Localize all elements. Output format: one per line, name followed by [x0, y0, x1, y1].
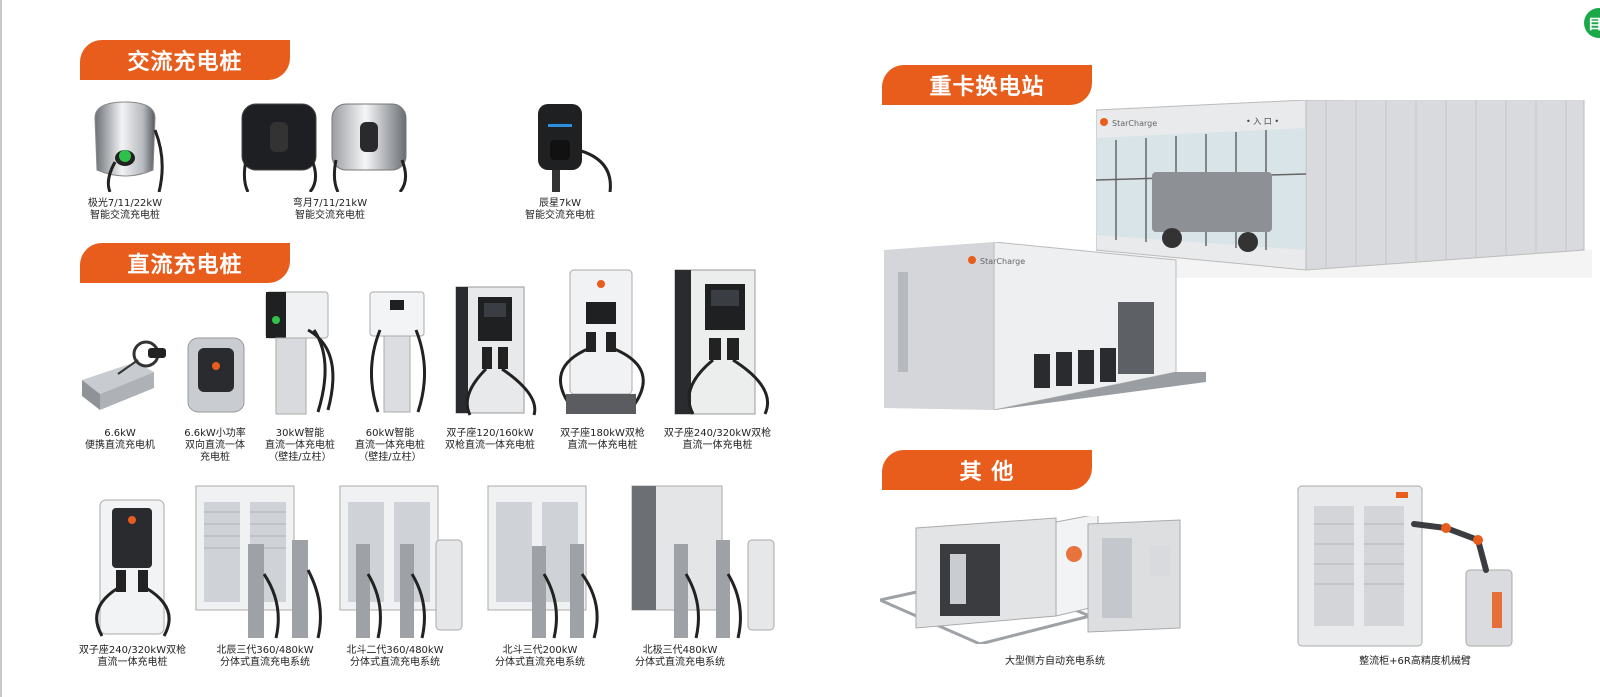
caption-30kw-dc: 30kW智能 直流一体充电桩 （壁挂/立柱） [255, 428, 345, 464]
product-portable-dc [78, 340, 170, 415]
crescent-charger-image [241, 103, 407, 193]
caption-gemini-120-160: 双子座120/160kW 双枪直流一体充电桩 [440, 428, 540, 452]
caption-line: 极光7/11/22kW [87, 198, 163, 209]
caption-line: 智能交流充电桩 [525, 210, 595, 221]
caption-line: 智能交流充电桩 [295, 210, 365, 221]
product-gemini-240-row1 [665, 268, 773, 418]
caption-line: 分体式直流充电系统 [635, 657, 725, 668]
product-side-auto-charger [875, 513, 1198, 646]
product-gemini-180 [552, 268, 652, 418]
product-beidou3-split [486, 484, 610, 640]
section-header-ac: 交流充电桩 [80, 40, 290, 80]
caption-gemini-240-row1: 双子座240/320kW双枪 直流一体充电桩 [660, 428, 775, 452]
section-header-dc: 直流充电桩 [80, 243, 290, 283]
caption-crescent: 弯月7/11/21kW 智能交流充电桩 [275, 198, 385, 222]
product-gemini-240-row2 [90, 498, 176, 638]
swap-station-large-image: StarCharge • 入 口 • [1095, 97, 1592, 278]
swap-station-small-image: StarCharge [884, 241, 1206, 411]
section-header-other: 其 他 [882, 450, 1092, 490]
brand-logo-text: StarCharge [980, 257, 1025, 266]
caption-line: 双枪直流一体充电桩 [445, 440, 535, 451]
gemini-240-row2-image [95, 499, 171, 637]
beiji3-split-image [631, 485, 775, 639]
caption-line: 双子座120/160kW [446, 428, 534, 439]
caption-beiji3-split: 北极三代480kW 分体式直流充电系统 [625, 645, 735, 669]
caption-line: 直流一体充电桩 [682, 440, 753, 451]
side-auto-charger-image [875, 513, 1181, 646]
caption-gemini-240-row2: 双子座240/320kW双枪 直流一体充电桩 [75, 645, 190, 669]
caption-side-auto-charger: 大型侧方自动充电系统 [985, 656, 1125, 668]
dc-60kw-image [369, 291, 426, 413]
brand-logo-text: StarCharge [1112, 119, 1157, 128]
caption-line: 直流一体充电桩 [97, 657, 168, 668]
rectifier-robot-arm-image [1297, 485, 1513, 647]
caption-line: 直流一体充电桩 [265, 440, 335, 451]
caption-line: 北斗三代200kW [502, 645, 578, 656]
product-60kw-dc [366, 290, 434, 416]
caption-line: （壁挂/立柱） [268, 452, 332, 463]
caption-chenxing: 辰星7kW 智能交流充电桩 [510, 198, 610, 222]
green-circle-icon: 目 [1584, 8, 1600, 38]
caption-gemini-180: 双子座180kW双枪 直流一体充电桩 [555, 428, 650, 452]
caption-beichen-split: 北辰三代360/480kW 分体式直流充电系统 [210, 645, 320, 669]
product-beidou2-split [338, 484, 470, 640]
product-swap-station-small: StarCharge [884, 241, 1206, 411]
product-aurora-ac-charger [85, 100, 165, 193]
caption-line: 辰星7kW [538, 198, 582, 209]
caption-line: 分体式直流充电系统 [495, 657, 585, 668]
caption-beidou3-split: 北斗三代200kW 分体式直流充电系统 [485, 645, 595, 669]
product-swap-station-large: StarCharge • 入 口 • [1095, 97, 1592, 278]
chenxing-charger-image [538, 104, 612, 193]
caption-portable-dc: 6.6kW 便携直流充电机 [75, 428, 165, 452]
caption-line: （壁挂/立柱） [358, 452, 422, 463]
caption-line: 北斗二代360/480kW [346, 645, 444, 656]
product-chenxing-ac-charger [534, 100, 624, 193]
caption-line: 双子座180kW双枪 [560, 428, 645, 439]
caption-rectifier-robot-arm: 整流柜+6R高精度机械臂 [1340, 656, 1490, 668]
caption-line: 分体式直流充电系统 [220, 657, 310, 668]
caption-aurora: 极光7/11/22kW 智能交流充电桩 [75, 198, 175, 222]
caption-line: 直流一体充电桩 [355, 440, 425, 451]
caption-line: 大型侧方自动充电系统 [1005, 656, 1105, 667]
caption-line: 整流柜+6R高精度机械臂 [1359, 656, 1471, 667]
caption-line: 便携直流充电机 [85, 440, 155, 451]
portable-dc-image [82, 340, 166, 410]
beidou3-split-image [487, 485, 599, 639]
product-30kw-dc [264, 290, 344, 416]
section-header-swap: 重卡换电站 [882, 65, 1092, 105]
product-rectifier-robot-arm [1296, 484, 1520, 648]
caption-beidou2-split: 北斗二代360/480kW 分体式直流充电系统 [340, 645, 450, 669]
caption-bidirectional-dc: 6.6kW小功率 双向直流一体 充电桩 [170, 428, 260, 464]
gemini-180-image [558, 269, 645, 414]
page-left-rule [0, 0, 2, 697]
product-beichen-split [194, 484, 326, 640]
beichen-split-image [195, 485, 322, 639]
caption-line: 6.6kW小功率 [184, 428, 246, 439]
caption-line: 6.6kW [104, 428, 136, 439]
caption-line: 直流一体充电桩 [567, 440, 638, 451]
caption-line: 60kW智能 [365, 428, 415, 439]
caption-line: 智能交流充电桩 [90, 210, 160, 221]
gemini-120-image [455, 286, 537, 416]
caption-line: 充电桩 [200, 452, 230, 463]
product-crescent-ac-charger [240, 100, 410, 193]
aurora-charger-image [94, 101, 164, 193]
caption-line: 北极三代480kW [642, 645, 718, 656]
caption-line: 北辰三代360/480kW [216, 645, 314, 656]
product-gemini-120-160 [450, 285, 542, 417]
caption-line: 弯月7/11/21kW [292, 198, 368, 209]
bidirectional-dc-image [187, 337, 245, 413]
caption-line: 分体式直流充电系统 [350, 657, 440, 668]
caption-line: 双子座240/320kW双枪 [78, 645, 187, 656]
entrance-sign: • 入 口 • [1246, 117, 1279, 126]
caption-line: 双子座240/320kW双枪 [663, 428, 772, 439]
caption-line: 30kW智能 [275, 428, 325, 439]
caption-60kw-dc: 60kW智能 直流一体充电桩 （壁挂/立柱） [345, 428, 435, 464]
product-beiji3-split [630, 484, 780, 640]
gemini-240-image [674, 269, 770, 415]
beidou2-split-image [339, 485, 463, 639]
caption-line: 双向直流一体 [185, 440, 245, 451]
product-bidirectional-dc [186, 336, 246, 416]
dc-30kw-image [265, 291, 335, 415]
